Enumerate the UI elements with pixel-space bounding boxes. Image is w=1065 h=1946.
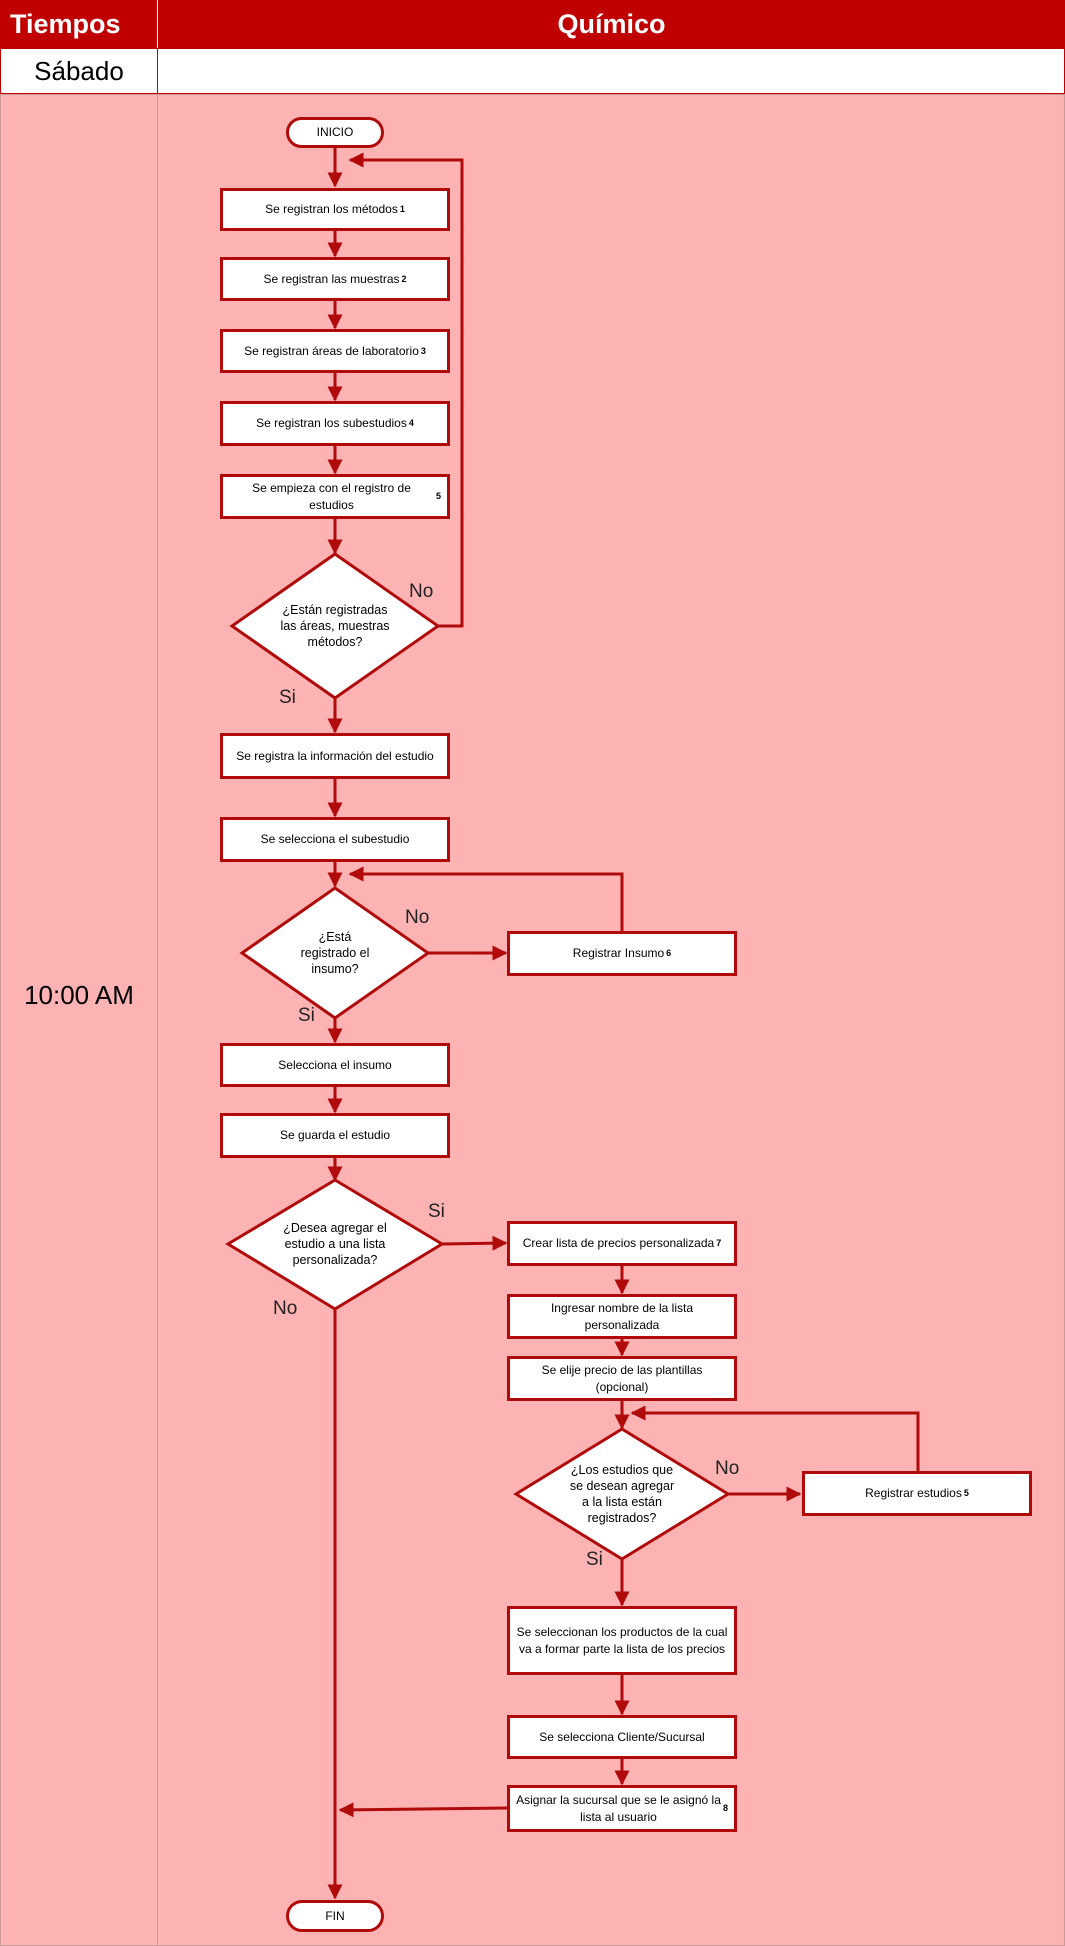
decision-4-yes-label: Si: [586, 1549, 603, 1570]
decision-4-no-label: No: [715, 1458, 740, 1479]
decision-text-4: ¿Los estudios que se desean agregar a la…: [569, 1462, 675, 1526]
decision-diamond-1: [229, 552, 441, 700]
decision-1-no-label: No: [409, 581, 434, 602]
decision-2-no-label: No: [405, 907, 430, 928]
flow-arrow: [348, 866, 624, 931]
header-tiempos: Tiempos: [0, 0, 157, 48]
time-lane: [0, 94, 158, 1946]
step-save-study: Se guarda el estudio: [220, 1113, 450, 1158]
flow-arrow: [441, 1235, 508, 1251]
decision-text-3: ¿Desea agregar el estudio a una lista pe…: [283, 1220, 387, 1268]
start-terminal: INICIO: [286, 117, 384, 148]
decision-diamond-2: [239, 886, 431, 1020]
time-label: 10:00 AM: [24, 980, 134, 1010]
end-terminal: FIN: [286, 1900, 384, 1932]
decision-3-no-label: No: [273, 1298, 298, 1319]
flow-arrow: [630, 1405, 920, 1473]
step-select-supply: Selecciona el insumo: [220, 1043, 450, 1087]
decision-3-yes-label: Si: [428, 1201, 445, 1222]
decision-text-1: ¿Están registradas las áreas, muestras m…: [280, 602, 390, 650]
flow-arrow: [338, 1802, 508, 1818]
flow-arrow: [348, 152, 464, 628]
day-empty-cell: [157, 48, 1065, 94]
step-choose-template-price: Se elije precio de las plantillas (opcio…: [507, 1356, 737, 1401]
header-role: Químico: [157, 0, 1065, 48]
decision-diamond-4: [513, 1427, 731, 1561]
step-select-products: Se seleccionan los productos de la cual …: [507, 1606, 737, 1675]
step-assign-branch: Asignar la sucursal que se le asignó la …: [507, 1785, 737, 1832]
step-select-substudy: Se selecciona el subestudio: [220, 817, 450, 862]
decision-1-yes-label: Si: [279, 687, 296, 708]
decision-text-2: ¿Está registrado el insumo?: [300, 929, 370, 977]
decision-diamond-3: [225, 1178, 445, 1311]
day-cell: Sábado: [0, 48, 158, 94]
step-register-study-info: Se registra la información del estudio: [220, 733, 450, 779]
decision-2-yes-label: Si: [298, 1005, 315, 1026]
step-select-client-branch: Se selecciona Cliente/Sucursal: [507, 1715, 737, 1759]
step-enter-list-name: Ingresar nombre de la lista personalizad…: [507, 1294, 737, 1339]
